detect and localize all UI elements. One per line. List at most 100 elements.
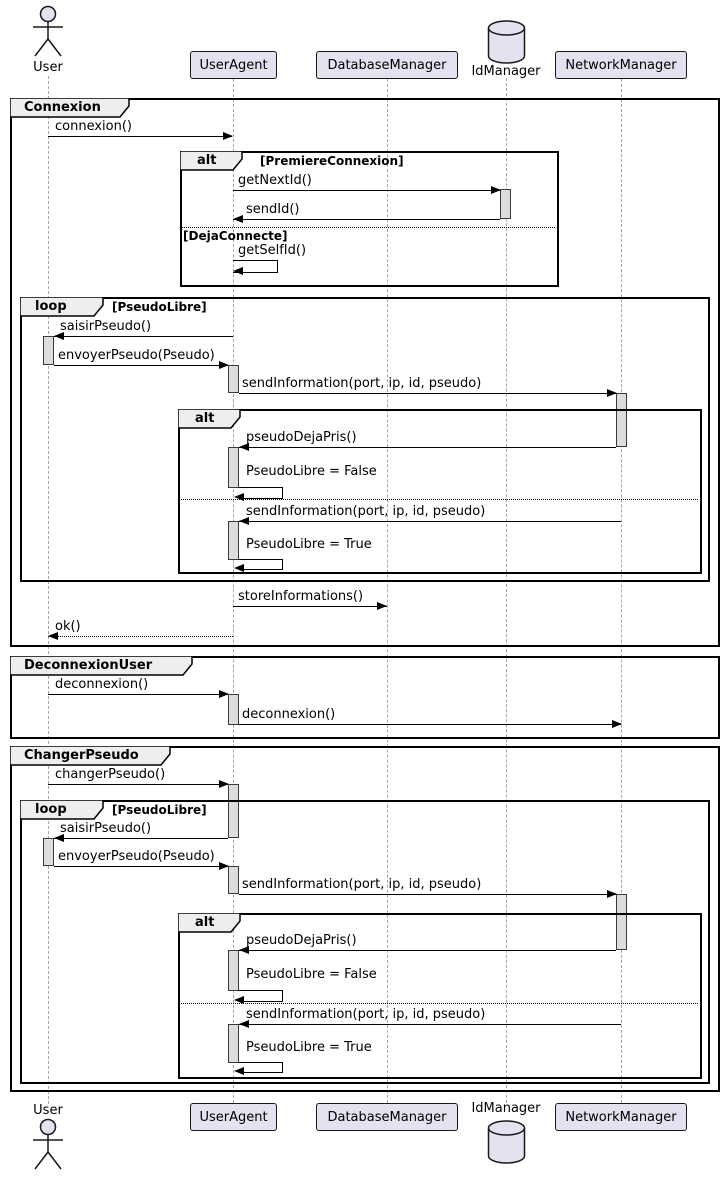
participant-user-top: User	[33, 60, 63, 75]
frame-changer-pseudo-label-shape	[10, 746, 171, 766]
frame-alt-3-keyword: alt	[195, 915, 215, 930]
frame-connexion-label: Connexion	[24, 100, 101, 115]
self-arrow-pseudo-libre-true-2	[239, 1062, 283, 1073]
arrowhead	[612, 720, 622, 728]
self-arrow-get-self-id	[233, 260, 278, 273]
arrow-envoyer-pseudo-2	[54, 866, 228, 867]
arrow-get-next-id	[233, 190, 500, 191]
arrowhead	[239, 1020, 249, 1028]
arrowhead	[233, 215, 243, 223]
guard-pseudo-libre-2: [PseudoLibre]	[112, 803, 207, 817]
arrowhead	[219, 862, 229, 870]
message-pseudo-libre-true-2: PseudoLibre = True	[246, 1040, 372, 1055]
frame-alt-2-keyword: alt	[195, 411, 215, 426]
activation-useragent-2	[228, 447, 239, 488]
message-send-information-2: sendInformation(port, ip, id, pseudo)	[246, 504, 486, 519]
arrow-send-information-4	[239, 1024, 621, 1025]
frame-loop-2	[20, 800, 710, 1084]
participant-networkmanager-top: NetworkManager	[555, 51, 687, 79]
frame-connexion	[10, 98, 720, 647]
frame-loop-1	[20, 297, 710, 582]
frame-alt-premiere	[180, 151, 559, 287]
activation-useragent-3	[228, 521, 239, 560]
message-pseudo-deja-pris-1: pseudoDejaPris()	[246, 430, 357, 445]
lifeline-databasemanager	[386, 79, 388, 1103]
alt-premiere-divider	[180, 227, 555, 228]
frame-deconnexion-label-shape	[10, 656, 193, 676]
participant-useragent-bottom: UserAgent	[190, 1103, 277, 1131]
message-pseudo-libre-false-2: PseudoLibre = False	[246, 967, 377, 982]
arrow-send-id	[233, 219, 500, 220]
alt-3-divider	[178, 1003, 698, 1004]
activation-useragent-7	[228, 950, 239, 991]
message-send-id: sendId()	[246, 202, 300, 217]
message-saisir-pseudo-2: saisirPseudo()	[60, 821, 152, 836]
frame-connexion-label-shape	[10, 98, 130, 118]
participant-idmanager-bottom: IdManager	[471, 1101, 541, 1116]
database-icon	[486, 1119, 527, 1164]
arrowhead	[234, 493, 244, 501]
activation-useragent-4	[228, 694, 239, 725]
frame-alt-2	[178, 409, 702, 574]
participant-user-bottom: User	[33, 1103, 63, 1118]
message-pseudo-libre-false-1: PseudoLibre = False	[246, 464, 377, 479]
guard-deja-connecte: [DejaConnecte]	[183, 229, 288, 243]
arrowhead	[234, 564, 244, 572]
arrowhead	[223, 132, 233, 140]
arrow-connexion	[48, 136, 232, 137]
arrowhead	[607, 890, 617, 898]
arrow-changer-pseudo	[48, 784, 228, 785]
message-send-information-4: sendInformation(port, ip, id, pseudo)	[246, 1007, 486, 1022]
participant-idmanager-top: IdManager	[471, 64, 541, 79]
activation-networkmanager-2	[616, 894, 627, 950]
arrow-send-information-1	[239, 393, 616, 394]
message-envoyer-pseudo-1: envoyerPseudo(Pseudo)	[58, 348, 215, 363]
arrow-envoyer-pseudo-1	[54, 365, 228, 366]
arrow-send-information-2	[239, 521, 621, 522]
message-changer-pseudo: changerPseudo()	[55, 767, 166, 782]
arrow-pseudo-deja-pris-1	[239, 447, 616, 448]
frame-alt-3-label-shape	[178, 913, 241, 933]
frame-changer-pseudo	[10, 746, 720, 1092]
message-deconnexion-2: deconnexion()	[242, 707, 336, 722]
message-store-informations: storeInformations()	[238, 589, 364, 604]
arrowhead	[234, 1067, 244, 1075]
frame-loop-1-keyword: loop	[35, 299, 67, 314]
actor-icon	[30, 1118, 66, 1171]
arrow-send-information-3	[239, 894, 616, 895]
frame-alt-premiere-keyword: alt	[197, 153, 217, 168]
activation-useragent-8	[228, 1024, 239, 1063]
message-send-information-3: sendInformation(port, ip, id, pseudo)	[242, 877, 482, 892]
frame-loop-2-keyword: loop	[35, 802, 67, 817]
activation-useragent-5	[228, 784, 239, 838]
participant-networkmanager-bottom: NetworkManager	[555, 1103, 687, 1131]
participant-databasemanager-top: DatabaseManager	[316, 51, 458, 79]
arrowhead	[54, 332, 64, 340]
arrow-deconnexion-2	[239, 724, 621, 725]
frame-alt-premiere-label-shape	[180, 151, 243, 171]
arrowhead	[54, 834, 64, 842]
alt-2-divider	[178, 499, 698, 500]
frame-deconnexion-label: DeconnexionUser	[24, 658, 153, 673]
arrowhead	[491, 186, 501, 194]
arrow-ok	[48, 636, 233, 637]
message-connexion: connexion()	[55, 119, 132, 134]
arrowhead	[233, 267, 243, 275]
message-saisir-pseudo-1: saisirPseudo()	[60, 319, 152, 334]
arrowhead	[234, 996, 244, 1004]
activation-useragent-6	[228, 866, 239, 894]
arrowhead	[239, 517, 249, 525]
arrow-store-informations	[233, 606, 387, 607]
frame-deconnexion-user	[10, 656, 720, 739]
arrowhead	[48, 632, 58, 640]
message-get-next-id: getNextId()	[238, 173, 312, 188]
arrowhead	[219, 690, 229, 698]
lifeline-useragent	[232, 79, 234, 1103]
self-arrow-pseudo-libre-false-2	[239, 990, 283, 1002]
arrowhead	[377, 602, 387, 610]
message-ok: ok()	[55, 619, 81, 634]
message-envoyer-pseudo-2: envoyerPseudo(Pseudo)	[58, 849, 215, 864]
message-pseudo-libre-true-1: PseudoLibre = True	[246, 537, 372, 552]
activation-useragent-1	[228, 365, 239, 393]
